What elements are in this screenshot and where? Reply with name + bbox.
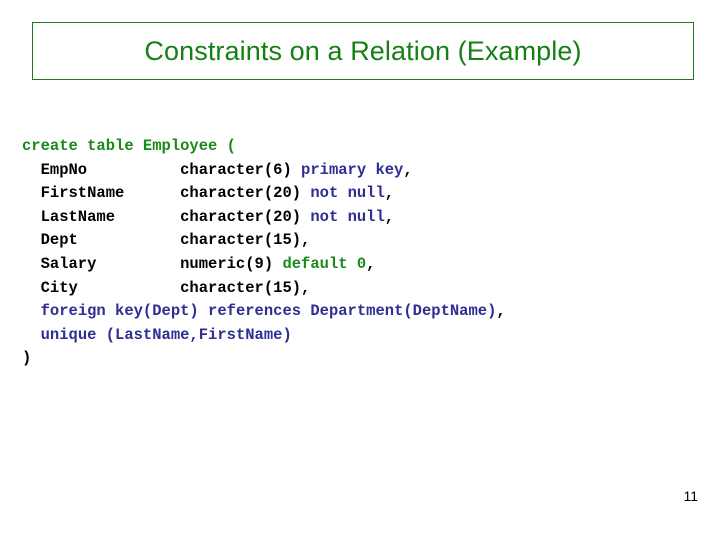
code-segment: primary key bbox=[301, 160, 404, 179]
code-segment: not null bbox=[310, 207, 385, 226]
code-segment: create table Employee ( bbox=[22, 137, 236, 155]
line-dept: Dept character(15), bbox=[22, 229, 702, 253]
line-firstname: FirstName character(20) not null, bbox=[22, 182, 702, 206]
code-segment: foreign key(Dept) references Department(… bbox=[40, 302, 497, 321]
line-salary: Salary numeric(9) default 0, bbox=[22, 253, 702, 277]
code-segment: FirstName character(20) bbox=[22, 184, 311, 203]
code-segment: not null bbox=[310, 184, 385, 203]
code-segment bbox=[22, 302, 41, 320]
code-segment: Dept character(15), bbox=[22, 231, 311, 250]
line-create-table: create table Employee ( bbox=[22, 135, 702, 159]
code-segment: LastName character(20) bbox=[22, 207, 311, 226]
line-close-paren: ) bbox=[22, 347, 702, 371]
page-title: Constraints on a Relation (Example) bbox=[144, 35, 582, 66]
slide-number: 11 bbox=[683, 488, 698, 504]
code-segment: default 0 bbox=[282, 254, 367, 273]
line-lastname: LastName character(20) not null, bbox=[22, 206, 702, 230]
code-segment: Salary numeric(9) bbox=[22, 254, 283, 273]
line-foreign-key: foreign key(Dept) references Department(… bbox=[22, 300, 702, 324]
code-segment: , bbox=[384, 184, 395, 203]
line-city: City character(15), bbox=[22, 277, 702, 301]
code-segment: , bbox=[384, 207, 395, 226]
line-empno: EmpNo character(6) primary key, bbox=[22, 159, 702, 183]
sql-code-block: create table Employee ( EmpNo character(… bbox=[22, 135, 702, 371]
code-segment: , bbox=[403, 160, 413, 179]
code-segment: ) bbox=[22, 349, 32, 368]
slide-title-box: Constraints on a Relation (Example) bbox=[32, 22, 694, 80]
code-segment: unique (LastName,FirstName) bbox=[40, 325, 292, 344]
code-segment: , bbox=[496, 302, 506, 321]
line-unique: unique (LastName,FirstName) bbox=[22, 324, 702, 348]
code-segment bbox=[22, 326, 41, 344]
code-segment: City character(15), bbox=[22, 278, 311, 297]
code-segment: , bbox=[366, 254, 376, 273]
code-segment: EmpNo character(6) bbox=[22, 160, 302, 179]
